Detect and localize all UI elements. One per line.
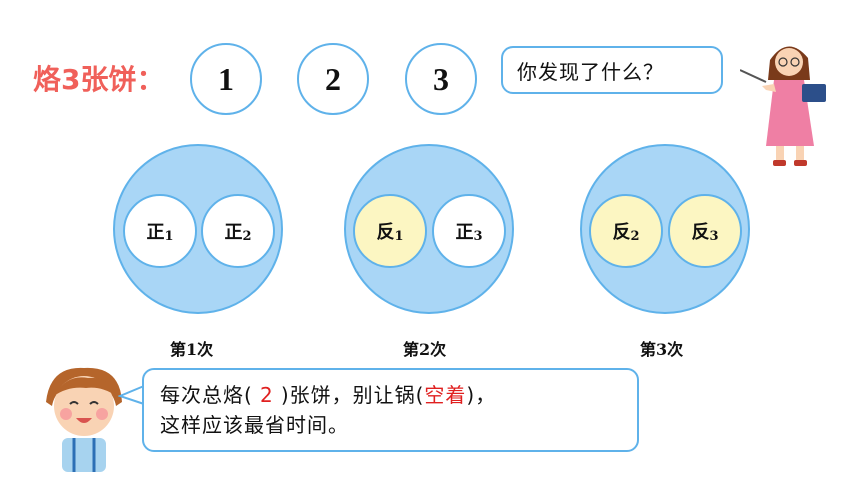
caption-round-1: 第1次 — [170, 340, 214, 359]
cake-label: 反 — [612, 222, 631, 243]
cake-subscript: 2 — [242, 228, 252, 244]
speech-tail — [118, 385, 145, 405]
boy-illustration — [46, 367, 122, 472]
cake-subscript: 1 — [394, 228, 404, 244]
number-circle-1: 1 — [190, 43, 262, 115]
cake-label: 正 — [146, 222, 165, 243]
cake-label: 正 — [224, 222, 243, 243]
teacher-illustration — [740, 46, 826, 166]
conclusion-suffix: )， — [466, 383, 497, 407]
answer-blank-2: 空着 — [424, 383, 467, 407]
caption-round-3: 第3次 — [640, 340, 684, 359]
number-circle-2: 2 — [297, 43, 369, 115]
cake-label: 反 — [691, 222, 710, 243]
caption-round-2: 第2次 — [403, 340, 447, 359]
conclusion-mid: )张饼，别让锅( — [280, 383, 425, 407]
conclusion-bubble: 每次总烙(2)张饼，别让锅(空着)， 这样应该最省时间。 — [142, 368, 639, 452]
teacher-question: 你发现了什么？ — [517, 59, 664, 84]
answer-blank-1: 2 — [259, 383, 274, 407]
conclusion-line-2: 这样应该最省时间。 — [160, 413, 349, 437]
teacher-speech-bubble: 你发现了什么？ — [501, 46, 723, 94]
cake-label: 反 — [376, 222, 395, 243]
conclusion-prefix: 每次总烙( — [160, 383, 253, 407]
cake-label: 正 — [455, 222, 474, 243]
cake-subscript: 3 — [473, 228, 483, 244]
cake-subscript: 2 — [630, 228, 640, 244]
conclusion-line-1: 每次总烙(2)张饼，别让锅(空着)， — [160, 380, 637, 410]
number-circle-3: 3 — [405, 43, 477, 115]
cake-subscript: 3 — [709, 228, 719, 244]
page-title: 烙3张饼： — [33, 63, 165, 96]
cake-subscript: 1 — [164, 228, 174, 244]
